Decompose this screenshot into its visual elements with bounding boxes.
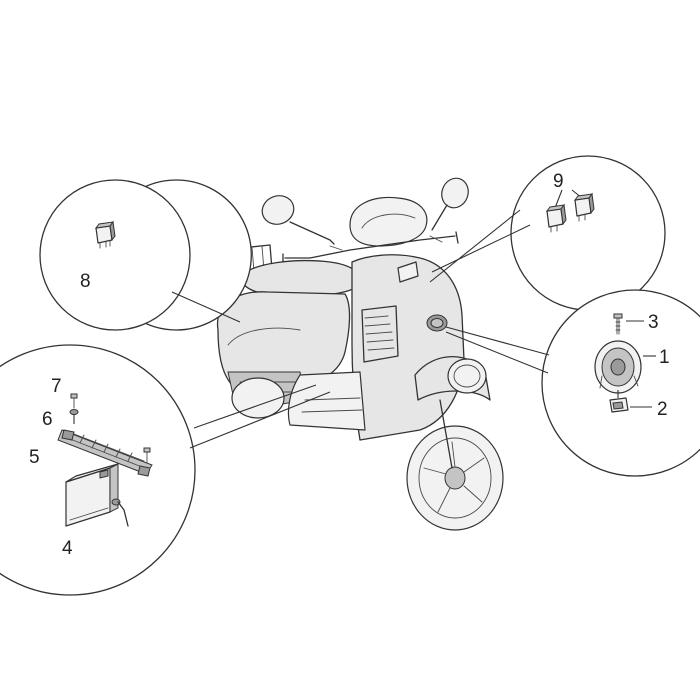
screw-part-7 xyxy=(70,393,78,409)
front-wheel xyxy=(406,425,504,531)
callout-number: 2 xyxy=(657,399,668,420)
glovebox-plate xyxy=(397,261,419,283)
callout-numbers: 1 2 3 4 5 6 7 8 9 xyxy=(29,171,670,559)
handlebar xyxy=(284,235,456,259)
washer-part-6 xyxy=(69,409,79,415)
seat xyxy=(239,259,361,297)
callout-number: 3 xyxy=(648,312,659,333)
strap-part-5 xyxy=(57,429,153,477)
horn-assembly-parts-1-3 xyxy=(594,313,656,413)
right-mirror xyxy=(431,177,469,231)
windscreen xyxy=(349,196,428,247)
left-mirror xyxy=(261,195,335,245)
side-vent xyxy=(361,305,399,363)
callout-number: 7 xyxy=(51,376,62,397)
callout-number: 8 xyxy=(80,271,91,292)
rear-wheel xyxy=(231,377,285,419)
leg-shield xyxy=(351,254,465,441)
battery-assembly-parts-4-7 xyxy=(57,393,153,527)
callout-number: 6 xyxy=(42,409,53,430)
screw-part-3 xyxy=(613,313,623,335)
bracket-part-2 xyxy=(609,390,629,413)
scooter-illustration xyxy=(216,177,504,531)
leader-lines xyxy=(171,209,550,449)
relays-part-9 xyxy=(545,189,595,233)
horn-part-1 xyxy=(594,340,642,394)
callout-number: 5 xyxy=(29,447,40,468)
relay-part-8 xyxy=(94,220,116,249)
detail-circle-relays-right xyxy=(510,155,666,311)
detail-circle-relay-left xyxy=(39,179,252,331)
floorboard xyxy=(287,371,366,431)
battery-part-4 xyxy=(65,463,129,527)
callout-number: 4 xyxy=(62,538,73,559)
callout-number: 1 xyxy=(659,347,670,368)
callout-number: 9 xyxy=(553,171,564,192)
headlight xyxy=(447,358,487,394)
